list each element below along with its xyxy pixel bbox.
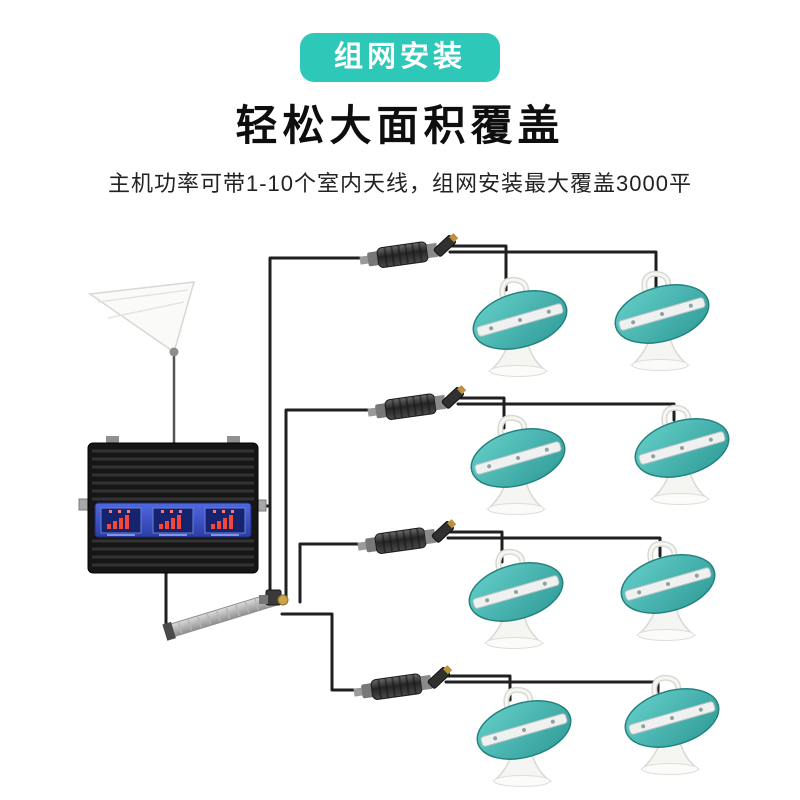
splitter-row-3 [354, 516, 461, 558]
cable-hub-to-splitter-4 [280, 612, 362, 692]
cable-row1-near [448, 244, 508, 292]
cable-row2-far [456, 402, 676, 422]
ceiling-antenna-3 [464, 418, 571, 515]
repeater-display-2 [152, 507, 194, 536]
ceiling-antenna-7 [470, 690, 577, 787]
ceiling-antenna-8 [618, 678, 725, 775]
outdoor-antenna [87, 281, 196, 357]
repeater-display-3 [204, 507, 246, 536]
ceiling-antenna-2 [608, 274, 715, 371]
ceiling-antenna-6 [614, 544, 721, 641]
page-title: 轻松大面积覆盖 [235, 101, 565, 149]
splitter-row-2 [364, 382, 471, 424]
ceiling-antenna-4 [628, 408, 735, 505]
section-badge: 组网安装 [299, 33, 500, 82]
cable-hub-to-splitter-3 [298, 542, 366, 604]
cable-row1-far [448, 250, 658, 290]
ceiling-antenna-1 [466, 280, 573, 377]
cable-row4-near [444, 674, 512, 702]
header: 组网安装 轻松大面积覆盖 主机功率可带1-10个室内天线，组网安装最大覆盖300… [0, 33, 800, 198]
cable-hub-to-splitter-2 [284, 408, 376, 600]
repeater-unit [78, 436, 267, 574]
cable-row4-far [444, 680, 660, 694]
splitter-row-4 [350, 662, 457, 704]
hub-connector-cluster [259, 589, 289, 606]
repeater-top-port-left [106, 436, 119, 444]
repeater-display-1 [100, 507, 142, 536]
cable-hub-to-splitter-1 [268, 256, 368, 600]
splitter-hub [162, 589, 289, 641]
repeater-top-port-right [227, 436, 240, 444]
ceiling-antenna-5 [462, 552, 569, 649]
page-subtitle: 主机功率可带1-10个室内天线，组网安装最大覆盖3000平 [108, 171, 692, 197]
antenna-feed-connector [169, 347, 179, 357]
repeater-heatsink-fins [92, 449, 254, 567]
splitter-row-1 [356, 230, 463, 272]
cable-row3-far [446, 536, 662, 558]
